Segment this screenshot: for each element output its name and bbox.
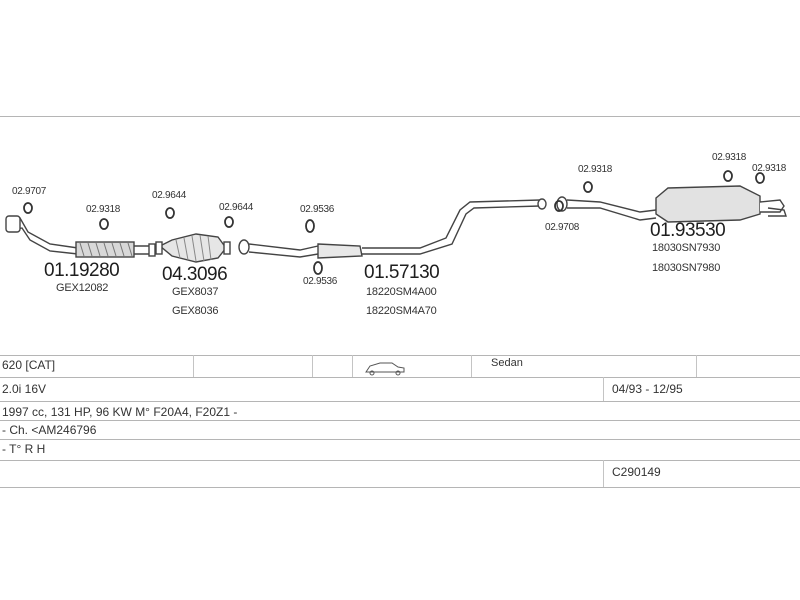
vehicle-drive: - T° R H: [2, 442, 46, 456]
table-line-7: [0, 487, 800, 488]
top-border: [0, 116, 800, 117]
col-divider-3: [352, 355, 353, 377]
vehicle-chassis: - Ch. <AM246796: [2, 423, 97, 437]
table-line-1: [0, 355, 800, 356]
table-line-2: [0, 377, 800, 378]
ring-02-9318-a: [99, 218, 109, 230]
label-ref-18220sm4a70: 18220SM4A70: [366, 305, 437, 317]
mount-02-9536-bottom: [313, 261, 323, 275]
label-ref-gex8037: GEX8037: [172, 286, 219, 298]
label-ref-18220sm4a00: 18220SM4A00: [366, 286, 437, 298]
label-part-01-19280: 01.19280: [44, 260, 120, 281]
label-clamp-02-9707: 02.9707: [12, 186, 47, 197]
sedan-car-icon: [365, 362, 405, 376]
label-ref-18030sn7930: 18030SN7930: [652, 242, 721, 254]
label-mount-02-9536-bottom: 02.9536: [303, 276, 338, 287]
table-line-6: [0, 460, 800, 461]
label-part-01-93530: 01.93530: [650, 220, 726, 241]
ring-02-9708: [554, 200, 564, 212]
middle-silencer: [238, 198, 547, 259]
col-divider-1: [193, 355, 194, 377]
front-pipe: [5, 215, 156, 258]
label-part-01-57130: 01.57130: [364, 262, 440, 283]
catalog-code: C290149: [612, 465, 661, 479]
vehicle-engine: 2.0i 16V: [2, 382, 47, 396]
ring-02-9707: [23, 202, 33, 214]
label-clamp-02-9644-b: 02.9644: [219, 202, 254, 213]
vehicle-spec: 1997 cc, 131 HP, 96 KW M° F20A4, F20Z1 -: [2, 405, 238, 419]
label-gasket-02-9318: 02.9318: [86, 204, 121, 215]
table-line-5: [0, 439, 800, 440]
label-ref-gex12082: GEX12082: [56, 282, 109, 294]
ring-02-9318-rear-right: [755, 172, 765, 184]
diagram-frame: [0, 116, 800, 488]
label-ref-18030sn7980: 18030SN7980: [652, 262, 721, 274]
label-mount-02-9536-top: 02.9536: [300, 204, 335, 215]
col-divider-5: [696, 355, 697, 377]
col-divider-7: [603, 460, 604, 487]
label-gasket-02-9318-rear-right: 02.9318: [752, 163, 787, 174]
label-gasket-02-9318-rear-left: 02.9318: [578, 164, 613, 175]
col-divider-2: [312, 355, 313, 377]
table-line-3: [0, 401, 800, 402]
col-divider-6: [603, 377, 604, 401]
vehicle-years: 04/93 - 12/95: [612, 382, 683, 396]
label-gasket-02-9318-rear-top: 02.9318: [712, 152, 747, 163]
label-clamp-02-9644-a: 02.9644: [152, 190, 187, 201]
col-divider-4: [471, 355, 472, 377]
ring-02-9644-b: [224, 216, 234, 228]
vehicle-body: Sedan: [491, 357, 523, 369]
ring-02-9644-a: [165, 207, 175, 219]
label-clamp-02-9708: 02.9708: [545, 222, 580, 233]
table-line-4: [0, 420, 800, 421]
ring-02-9318-rear-top: [723, 170, 733, 182]
ring-02-9318-rear-left: [583, 181, 593, 193]
label-ref-gex8036: GEX8036: [172, 305, 219, 317]
catalyst: [155, 233, 231, 263]
label-part-04-3096: 04.3096: [162, 264, 228, 285]
mount-02-9536-top: [305, 219, 315, 233]
vehicle-model: 620 [CAT]: [2, 358, 56, 372]
rear-silencer: [556, 185, 787, 223]
